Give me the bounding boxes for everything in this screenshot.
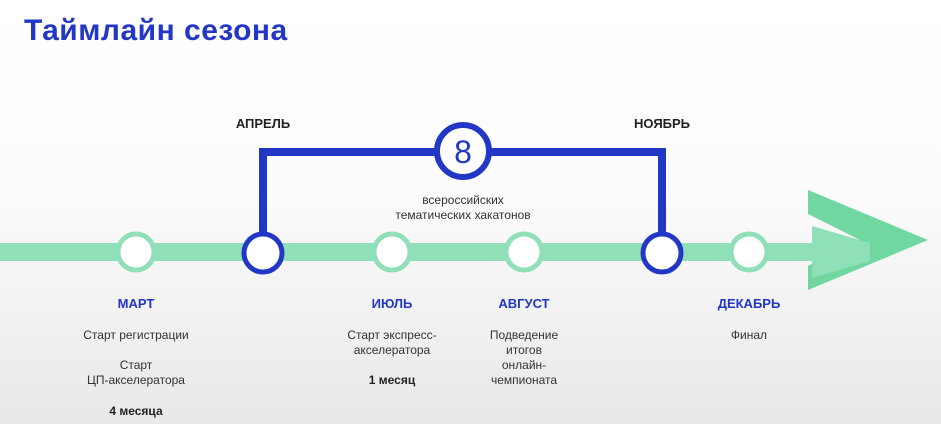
node-december bbox=[728, 231, 770, 273]
timeline-arrow-head-inner bbox=[812, 226, 870, 278]
node-march bbox=[115, 231, 157, 273]
month-august: АВГУСТ bbox=[498, 296, 550, 311]
hackathon-count-badge bbox=[434, 122, 492, 180]
month-december: ДЕКАБРЬ bbox=[717, 296, 781, 311]
july-duration: 1 месяц bbox=[368, 373, 416, 387]
node-april bbox=[241, 231, 285, 275]
march-description: Старт регистрации Старт ЦП-акселератора bbox=[83, 328, 189, 387]
month-april: АПРЕЛЬ bbox=[235, 116, 291, 131]
node-november bbox=[640, 231, 684, 275]
month-july: ИЮЛЬ bbox=[371, 296, 413, 311]
node-july bbox=[371, 231, 413, 273]
december-description: Финал bbox=[730, 328, 768, 342]
july-description: Старт экспресс- акселератора bbox=[347, 328, 437, 357]
august-description: Подведение итогов онлайн- чемпионата bbox=[489, 328, 559, 387]
march-duration: 4 месяца bbox=[109, 404, 163, 418]
hackathon-count: 8 bbox=[454, 134, 472, 170]
month-march: МАРТ bbox=[117, 296, 155, 311]
page-title: Таймлайн сезона bbox=[24, 14, 288, 47]
hackathon-label: всероссийских тематических хакатонов bbox=[395, 193, 531, 222]
month-november: НОЯБРЬ bbox=[633, 116, 691, 131]
node-august bbox=[503, 231, 545, 273]
